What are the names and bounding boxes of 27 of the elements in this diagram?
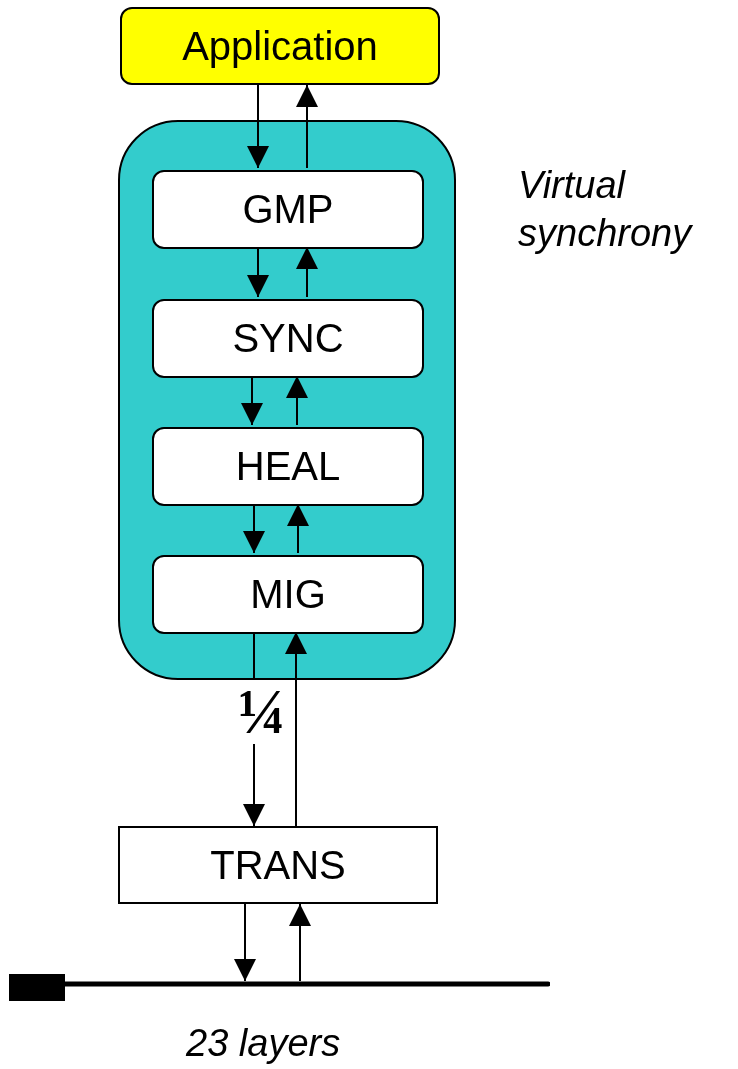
arrow xyxy=(241,375,263,426)
arrow xyxy=(234,903,256,982)
arrow xyxy=(286,375,308,426)
layer-box xyxy=(118,826,438,904)
node-label: 23 layers xyxy=(186,1021,342,1066)
layer-stack-panel xyxy=(118,120,456,680)
layer-name: TRANS xyxy=(210,842,346,888)
network-bus xyxy=(9,974,550,1001)
arrow xyxy=(289,903,311,982)
node-label: Virtual synchrony xyxy=(518,163,694,256)
arrow xyxy=(285,631,307,827)
arrow xyxy=(296,246,318,298)
application-box xyxy=(120,7,440,85)
arrow xyxy=(247,84,269,169)
arrow xyxy=(296,84,318,169)
layer-box xyxy=(152,170,424,249)
layer-box xyxy=(152,299,424,378)
layer-name: GMP xyxy=(242,187,334,232)
layer-name: SYNC xyxy=(232,316,344,361)
layer-name: MIG xyxy=(250,572,326,617)
arrow xyxy=(243,503,265,554)
layer-box xyxy=(152,555,424,634)
layer-name: Application xyxy=(182,23,378,69)
layer-name: HEAL xyxy=(235,444,341,489)
arrow xyxy=(247,246,269,298)
layer-box xyxy=(152,427,424,506)
arrow xyxy=(287,503,309,554)
